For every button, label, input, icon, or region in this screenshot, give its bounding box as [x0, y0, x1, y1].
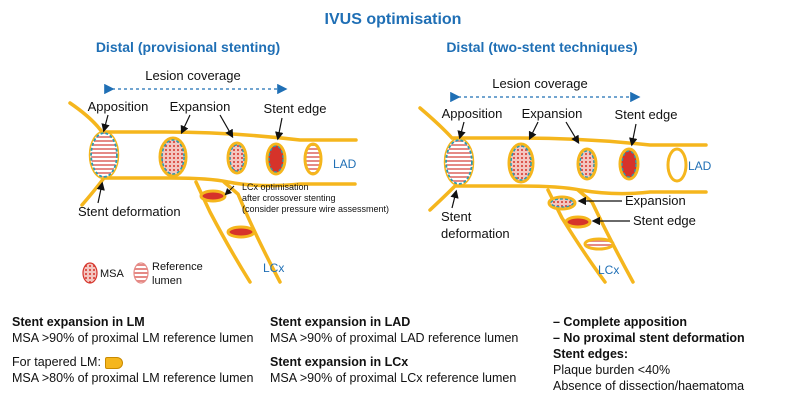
- left-stent-deformation-label: Stent deformation: [78, 204, 181, 219]
- left-lcx-note-2: after crossover stenting: [242, 193, 336, 203]
- left-cross-sections: [88, 130, 323, 239]
- left-heading: Distal (provisional stenting): [96, 39, 280, 55]
- left-lcx-note-3: (consider pressure wire assessment): [242, 204, 389, 214]
- left-lesion-coverage-label: Lesion coverage: [145, 68, 240, 83]
- right-heading: Distal (two-stent techniques): [446, 39, 637, 55]
- no-proximal-deformation: – No proximal stent deformation: [553, 331, 745, 345]
- left-expansion-label: Expansion: [170, 99, 231, 114]
- lad-text: MSA >90% of proximal LAD reference lumen: [270, 331, 519, 345]
- left-lcx-note-1: LCx optimisation: [242, 182, 309, 192]
- apposition-edge-criteria: – Complete apposition – No proximal sten…: [553, 314, 745, 394]
- stent-edges-title: Stent edges:: [553, 347, 629, 361]
- complete-apposition: – Complete apposition: [553, 315, 688, 329]
- tapered-label: For tapered LM:: [12, 355, 101, 369]
- plaque-burden: Plaque burden <40%: [553, 363, 671, 377]
- right-lad-label: LAD: [688, 159, 712, 173]
- right-panel: Distal (two-stent techniques) Lesion cov…: [418, 39, 712, 284]
- lm-title: Stent expansion in LM: [12, 315, 145, 329]
- right-lesion-coverage-label: Lesion coverage: [492, 76, 587, 91]
- legend-reference-swatch: [133, 262, 149, 284]
- left-lad-label: LAD: [333, 157, 357, 171]
- left-stent-edge-label: Stent edge: [264, 101, 327, 116]
- page-title: IVUS optimisation: [325, 11, 462, 28]
- right-apposition-label: Apposition: [442, 106, 503, 121]
- lad-title: Stent expansion in LAD: [270, 315, 411, 329]
- right-lcx-expansion-label: Expansion: [625, 193, 686, 208]
- left-panel: Distal (provisional stenting) Lesion cov…: [68, 39, 389, 287]
- no-dissection: Absence of dissection/haematoma: [553, 379, 745, 393]
- ivus-diagram: IVUS optimisation Distal (provisional st…: [68, 11, 712, 287]
- tapered-row: For tapered LM:: [12, 354, 253, 370]
- legend-msa-swatch: [82, 262, 98, 284]
- legend-reference-label-1: Reference: [152, 261, 203, 273]
- legend-msa-label: MSA: [100, 268, 125, 280]
- lcx-title: Stent expansion in LCx: [270, 355, 409, 369]
- right-stent-deformation-label-1: Stent: [441, 209, 472, 224]
- lad-lcx-criteria: Stent expansion in LAD MSA >90% of proxi…: [270, 314, 518, 386]
- tapered-text: MSA >80% of proximal LM reference lumen: [12, 371, 254, 385]
- left-apposition-label: Apposition: [88, 99, 149, 114]
- tapered-lm-icon: [104, 356, 123, 369]
- legend-reference-label-2: lumen: [152, 275, 182, 287]
- right-stent-edge-label: Stent edge: [615, 107, 678, 122]
- lm-text: MSA >90% of proximal LM reference lumen: [12, 331, 254, 345]
- left-lcx-label: LCx: [263, 261, 284, 275]
- lm-criteria: Stent expansion in LM MSA >90% of proxim…: [12, 314, 253, 386]
- right-lcx-label: LCx: [598, 263, 619, 277]
- right-cross-sections: [443, 137, 688, 251]
- right-lcx-stent-edge-label: Stent edge: [633, 213, 696, 228]
- right-stent-deformation-label-2: deformation: [441, 226, 510, 241]
- lcx-text: MSA >90% of proximal LCx reference lumen: [270, 371, 517, 385]
- right-expansion-label: Expansion: [522, 106, 583, 121]
